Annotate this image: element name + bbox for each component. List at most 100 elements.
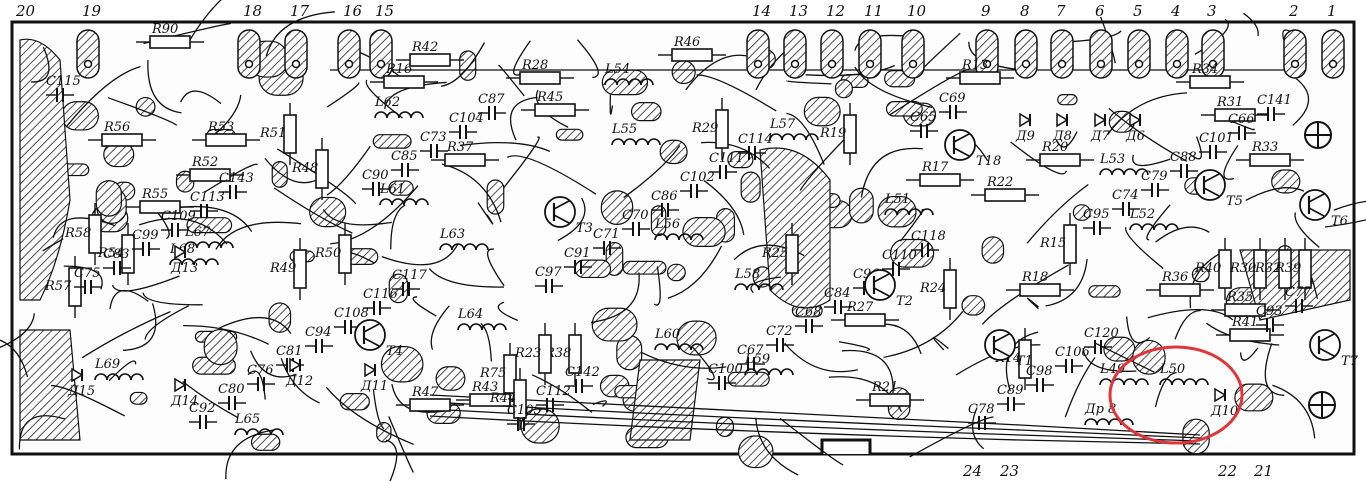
- trace: [854, 66, 933, 109]
- trace: [1155, 226, 1210, 243]
- resistor-body: [1189, 75, 1231, 89]
- trace: [142, 292, 203, 306]
- diode-body: [1214, 387, 1227, 403]
- resistor-label: R30: [1229, 261, 1256, 276]
- resistor-body: [1019, 283, 1061, 297]
- transistor-collector: [1318, 333, 1335, 343]
- edge-pad: [858, 29, 882, 79]
- trace: [412, 296, 437, 317]
- inductor-label: L62: [374, 95, 400, 110]
- copper-pad: [250, 433, 281, 451]
- trace: [111, 275, 180, 292]
- trace: [65, 65, 141, 127]
- inductor-coil: [1084, 418, 1134, 426]
- pin-label-bottom: 22: [1217, 462, 1237, 480]
- pad-hole: [1208, 59, 1218, 69]
- resistor-label: R75: [479, 366, 506, 381]
- resistor-label: R24: [919, 281, 946, 296]
- trace: [385, 439, 398, 481]
- inductor-coil: [654, 233, 704, 241]
- trace: [1055, 131, 1078, 148]
- copper-pad: [622, 260, 667, 275]
- trace: [0, 339, 29, 378]
- copper-pad: [676, 320, 717, 356]
- pin-label-top: 2: [1288, 2, 1299, 20]
- ground-plane: [19, 329, 81, 441]
- resistor-label: R49: [269, 261, 296, 276]
- trace: [122, 303, 157, 351]
- capacitor-label: C90: [362, 168, 389, 183]
- pad-hole: [83, 59, 93, 69]
- copper-pad: [849, 187, 874, 224]
- trace: [388, 416, 414, 473]
- trace: [1026, 297, 1039, 310]
- capacitor-label: C66: [1228, 112, 1255, 127]
- trace: [1272, 384, 1316, 439]
- capacitor-label: C74: [1112, 188, 1139, 203]
- inductor-label: L57: [769, 117, 796, 132]
- inductor-coil: [1129, 223, 1179, 231]
- resistor-label: R28: [521, 58, 548, 73]
- inductor-label: L51: [884, 192, 910, 207]
- transistor-emitter: [1308, 207, 1325, 217]
- capacitor-label: C87: [478, 92, 505, 107]
- resistor-label: R37: [446, 140, 474, 155]
- transistor-body: [1299, 189, 1331, 221]
- copper-pad: [981, 236, 1005, 264]
- pin-label-top: 19: [82, 2, 102, 20]
- pin-label-top: 8: [1020, 2, 1030, 20]
- copper-pad: [380, 346, 424, 383]
- resistor-label: R27: [846, 300, 874, 315]
- trace: [703, 180, 745, 236]
- inductor-coil: [1159, 378, 1209, 386]
- pad-hole: [244, 59, 254, 69]
- diode-body: [1129, 112, 1142, 128]
- capacitor-label: C83: [103, 247, 130, 262]
- trace: [1292, 77, 1310, 126]
- trace: [531, 374, 593, 413]
- edge-pad: [1050, 29, 1074, 79]
- resistor-body: [959, 71, 1001, 85]
- resistor-label: R51: [259, 126, 286, 141]
- trace: [932, 336, 949, 351]
- diode-label: Д15: [67, 384, 95, 399]
- capacitor-label: C106: [1055, 345, 1090, 360]
- resistor-label: R39: [1274, 261, 1301, 276]
- trace: [1125, 227, 1164, 270]
- inductor-coil: [1099, 378, 1149, 386]
- pin-label-top: 10: [907, 2, 927, 20]
- inductor-label: L53: [1099, 152, 1125, 167]
- capacitor-label: C65: [910, 110, 937, 125]
- trace: [273, 187, 353, 234]
- resistor-body: [383, 75, 425, 89]
- capacitor-label: C105: [507, 403, 542, 418]
- edge-pad: [237, 29, 261, 79]
- capacitor-label: C97: [535, 265, 562, 280]
- diode-label: Д11: [360, 379, 388, 394]
- trace: [1082, 347, 1137, 372]
- copper-pad: [740, 171, 761, 203]
- pad-hole: [1096, 59, 1106, 69]
- trace: [0, 313, 35, 348]
- trace: [623, 145, 681, 199]
- trace: [428, 268, 504, 288]
- copper-pad: [738, 435, 774, 469]
- copper-pad: [671, 60, 696, 85]
- inductor-label: L67: [184, 225, 211, 240]
- trace: [1243, 12, 1259, 37]
- transistor-emitter: [363, 337, 380, 347]
- copper-pad: [600, 190, 634, 226]
- transistor-label: T2: [896, 294, 913, 309]
- resistor-label: R58: [64, 226, 91, 241]
- edge-pad: [369, 29, 393, 79]
- copper-pad: [520, 408, 560, 444]
- inductor-label: Др 8: [1084, 402, 1116, 417]
- copper-pad: [309, 196, 347, 228]
- copper-layer: [19, 38, 1351, 469]
- copper-pad: [834, 79, 853, 99]
- capacitor-label: C118: [911, 229, 946, 244]
- capacitor-label: C143: [219, 171, 254, 186]
- resistor-label: R56: [103, 120, 130, 135]
- resistor-body: [149, 35, 191, 49]
